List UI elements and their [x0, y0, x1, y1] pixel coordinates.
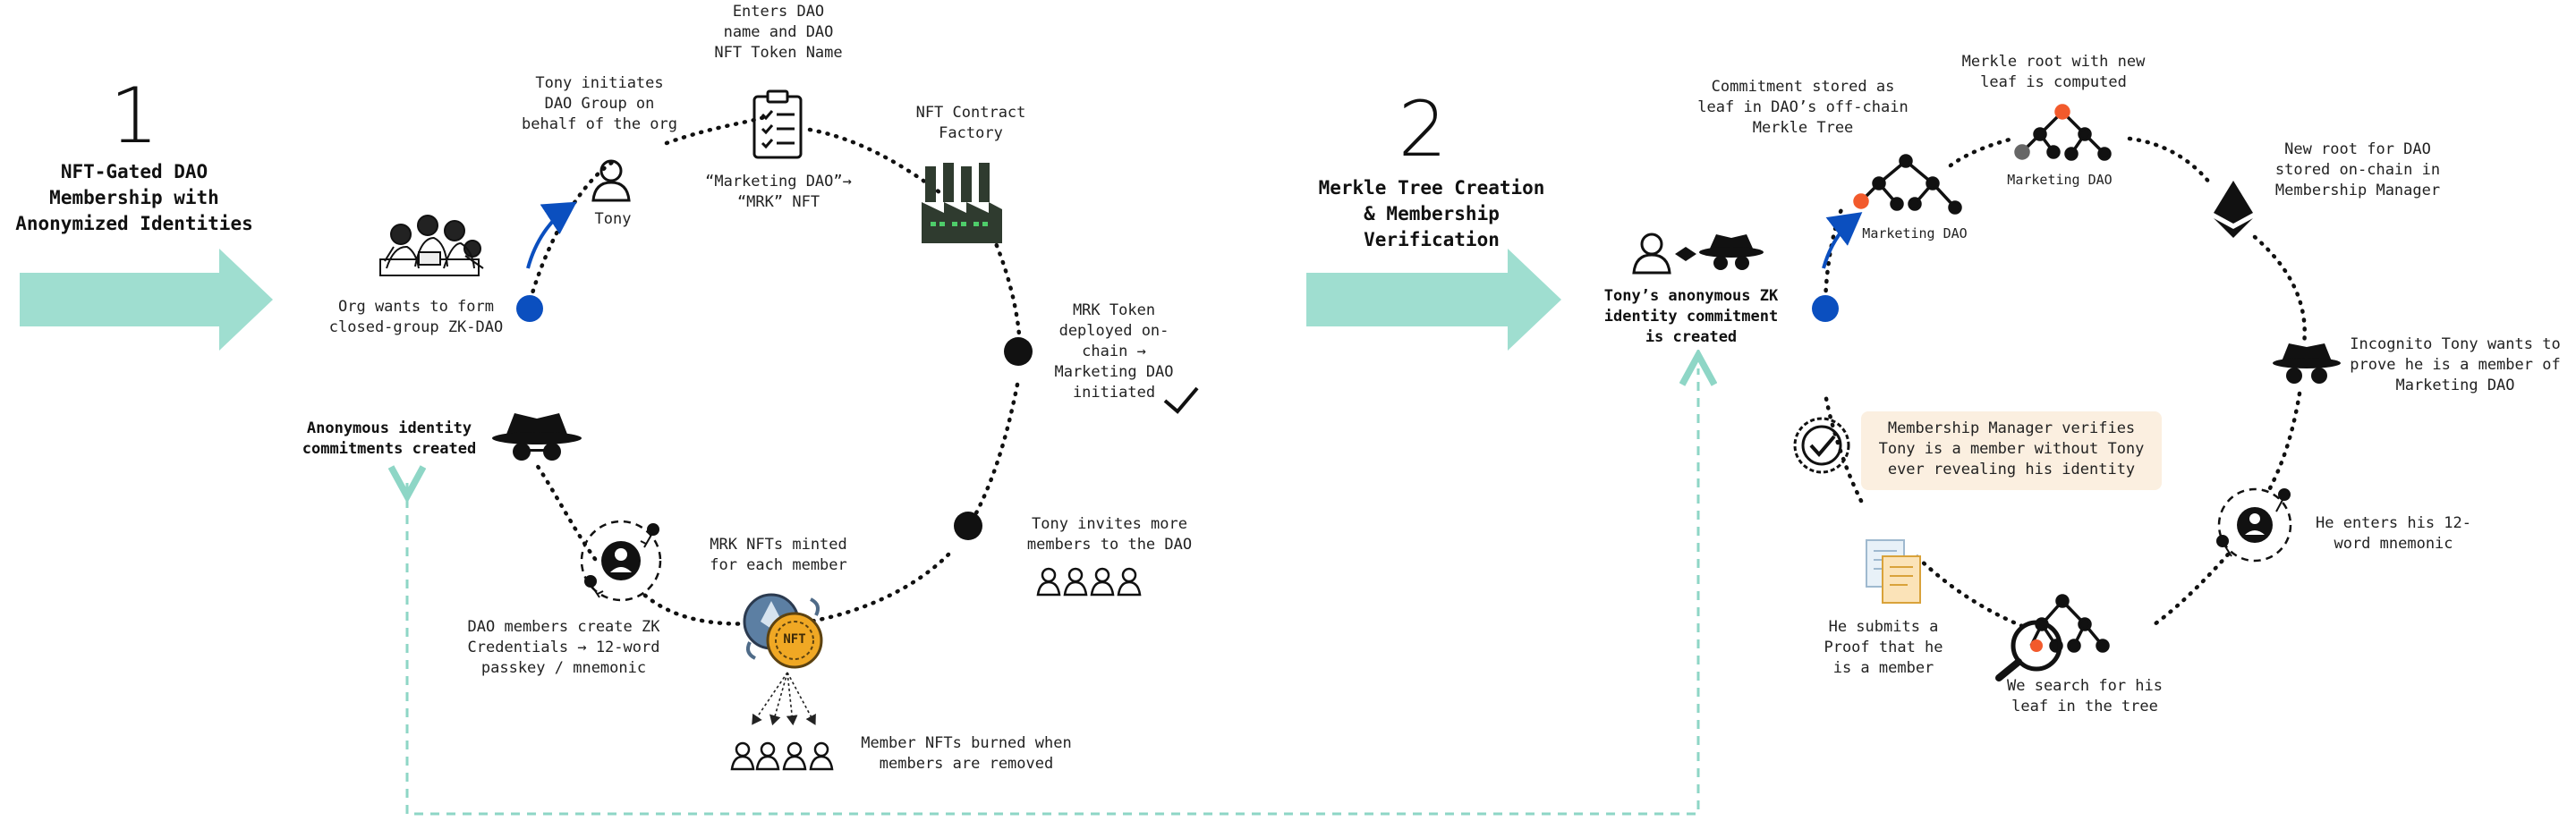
org-to-tony-arrow	[526, 201, 577, 269]
person-icon-2	[1632, 233, 1671, 275]
big-arrow-2	[1306, 249, 1561, 351]
tony-initiates-label: Tony initiates DAO Group on behalf of th…	[522, 74, 677, 133]
deployed-check-icon	[1163, 386, 1199, 414]
commitment-to-tree-arrow	[1822, 212, 1863, 269]
mrk-deployed-label: MRK Token deployed on- chain → Marketing…	[1054, 301, 1174, 402]
burned-members-icon	[730, 741, 834, 771]
burn-arrows	[752, 672, 816, 726]
section-2-number: 2	[1398, 85, 1448, 174]
mnemonic-label: He enters his 12- word mnemonic	[2316, 514, 2471, 553]
burned-label: Member NFTs burned when members are remo…	[861, 734, 1072, 773]
tree-1-label: Marketing DAO	[1862, 225, 1968, 241]
incognito-label: Incognito Tony wants to prove he is a me…	[2350, 335, 2561, 394]
section-1-title: NFT-Gated DAO Membership with Anonymized…	[15, 161, 253, 234]
merkle-tree-2-icon	[2014, 104, 2112, 161]
commitment-start-node	[1812, 295, 1839, 322]
tony-person-icon	[591, 159, 631, 202]
new-root-label: New root for DAO stored on-chain in Memb…	[2274, 140, 2441, 199]
org-group-icon	[379, 215, 484, 276]
factory-label: NFT Contract Factory	[915, 104, 1026, 142]
proof-label: He submits a Proof that he is a member	[1824, 618, 1943, 677]
org-start-node	[516, 295, 543, 322]
mrk-deployed-node	[1004, 337, 1033, 366]
tony-commitment-label: Tony’s anonymous ZK identity commitment …	[1603, 287, 1779, 346]
credentials-avatar-icon	[580, 520, 662, 602]
nft-badge-label: NFT	[783, 632, 806, 647]
incognito-icon-1	[492, 413, 582, 461]
anon-commit-label: Anonymous identity commitments created	[302, 419, 477, 458]
tree-2-label: Marketing DAO	[2007, 172, 2113, 188]
members-icon	[1036, 567, 1142, 597]
enters-dao-label: Enters DAO name and DAO NFT Token Name	[714, 3, 843, 62]
incognito-icon-2	[1699, 234, 1764, 270]
merkle-tree-1-icon	[1853, 154, 1962, 215]
clipboard-icon	[752, 89, 803, 159]
verification-highlight	[1861, 411, 2162, 490]
key-icon-3	[2275, 488, 2291, 512]
key-icon-4	[2216, 535, 2232, 557]
credentials-label: DAO members create ZK Credentials → 12-w…	[467, 618, 660, 677]
nft-coins-icon	[743, 593, 823, 669]
ethereum-icon	[2214, 181, 2253, 238]
section-2-title: Merkle Tree Creation & Membership Verifi…	[1318, 177, 1545, 250]
commitment-stored-label: Commitment stored as leaf in DAO’s off-c…	[1697, 78, 1909, 137]
search-tree-icon	[1995, 594, 2110, 681]
key-icon-1	[640, 523, 659, 548]
proof-document-icon	[1866, 539, 1921, 604]
merkle-root-label: Merkle root with new leaf is computed	[1961, 53, 2146, 91]
incognito-icon-3	[2273, 343, 2341, 384]
minted-label: MRK NFTs minted for each member	[710, 536, 847, 574]
invites-label: Tony invites more members to the DAO	[1026, 515, 1193, 554]
link-icon	[1675, 247, 1696, 261]
tony-label: Tony	[594, 210, 632, 228]
key-icon-2	[584, 575, 604, 598]
search-label: We search for his leaf in the tree	[2007, 677, 2163, 715]
cycle-2-path	[1823, 136, 2307, 629]
factory-icon	[922, 163, 1002, 243]
org-label: Org wants to form closed-group ZK-DAO	[328, 298, 504, 336]
mnemonic-avatar-icon	[2217, 487, 2292, 563]
verifies-label: Membership Manager verifies Tony is a me…	[1878, 419, 2145, 478]
section-1-number: 1	[109, 72, 159, 161]
big-arrow-1	[20, 249, 273, 351]
verified-badge-icon	[1793, 417, 1850, 474]
marketing-nft-label: “Marketing DAO”→ “MRK” NFT	[705, 173, 852, 211]
dashed-connector	[407, 368, 1698, 816]
invites-node	[954, 512, 982, 540]
